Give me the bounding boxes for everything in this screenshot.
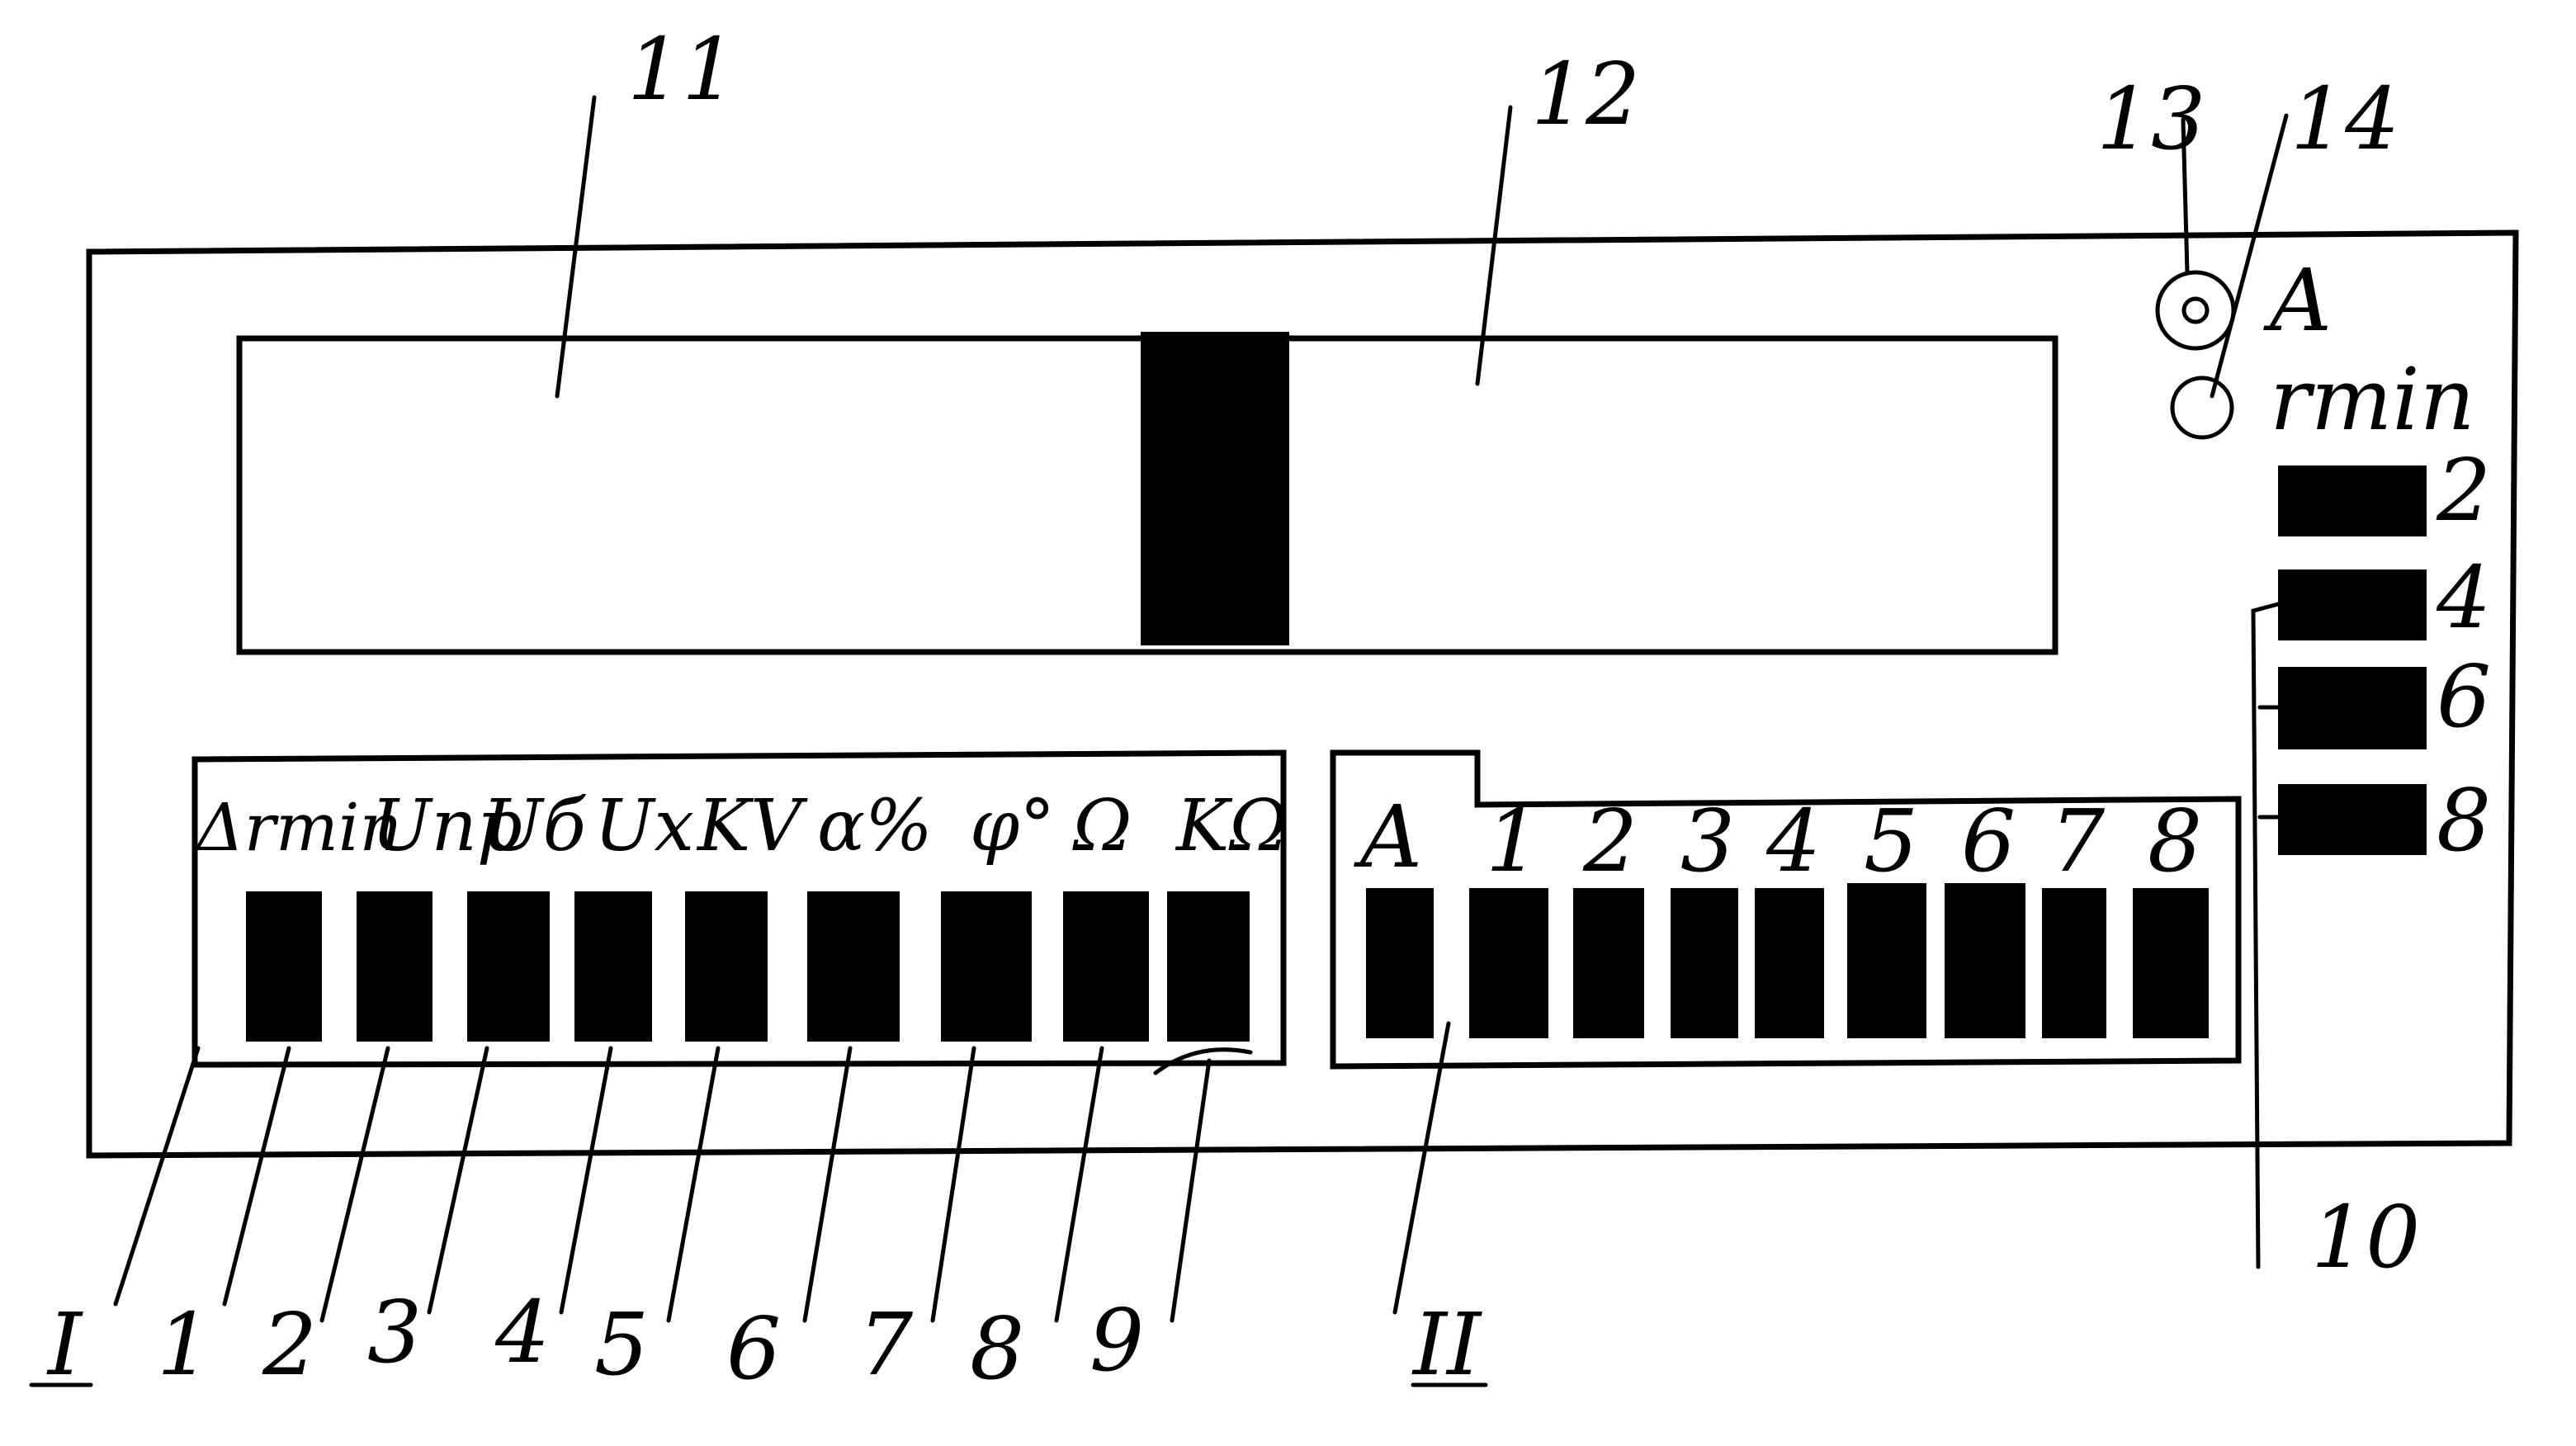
g1-key-8[interactable]	[1063, 891, 1149, 1042]
g2-key-7[interactable]	[2042, 888, 2106, 1038]
callout-6: 6	[726, 1298, 781, 1399]
g1-key-3[interactable]	[467, 891, 550, 1042]
g1-label-3: Uб	[483, 785, 586, 867]
bracket-10	[2251, 602, 2281, 1269]
lamp-a-inner	[2181, 296, 2210, 324]
g1-key-4[interactable]	[574, 891, 652, 1042]
g2-label-2: 2	[1582, 791, 1638, 891]
key-group-2	[1366, 883, 2209, 1038]
bottom-callouts: I 1 2 3 4 5 6 7 8 9 II	[29, 1282, 1488, 1399]
g2-label-a: A	[1354, 787, 1422, 887]
callout-9: 9	[1089, 1290, 1144, 1391]
g2-label-7: 7	[2050, 791, 2106, 891]
lamp-a-outer	[2155, 270, 2236, 351]
g1-label-7: φ°	[970, 785, 1055, 867]
g2-label-1: 1	[1486, 791, 1540, 891]
g1-label-2: Uпр	[371, 785, 522, 867]
g1-label-6: α%	[817, 785, 933, 867]
g2-key-a[interactable]	[1366, 888, 1434, 1038]
key-group-2-labels: A 1 2 3 4 5 6 7 8	[1354, 787, 2202, 891]
callout-3: 3	[367, 1282, 422, 1382]
callout-4: 4	[494, 1282, 550, 1382]
side-key-label-2: 2	[2436, 440, 2491, 541]
g2-key-6[interactable]	[1945, 883, 2025, 1038]
g1-key-9[interactable]	[1167, 891, 1250, 1042]
g2-key-4[interactable]	[1755, 888, 1824, 1038]
callout-14: 14	[2290, 69, 2399, 169]
callout-roman-1: I	[46, 1294, 83, 1395]
g1-label-8: Ω	[1072, 785, 1132, 867]
callout-7: 7	[858, 1294, 914, 1395]
g2-label-3: 3	[1680, 791, 1735, 891]
g1-label-9: KΩ	[1175, 785, 1288, 867]
g1-key-5[interactable]	[685, 891, 768, 1042]
g2-key-2[interactable]	[1573, 888, 1644, 1038]
leader-13	[2181, 117, 2190, 275]
callout-roman-2: II	[1411, 1294, 1482, 1395]
g2-key-8[interactable]	[2133, 888, 2209, 1038]
g1-label-5: KV	[696, 785, 808, 867]
leader-14	[2210, 113, 2289, 399]
display-divider	[1141, 332, 1289, 645]
leader-11	[555, 95, 597, 399]
g2-label-4: 4	[1765, 791, 1821, 891]
side-key-4[interactable]	[2278, 569, 2427, 640]
callout-8: 8	[970, 1298, 1024, 1399]
callout-10: 10	[2311, 1187, 2420, 1288]
key-group-1-labels: Δrmin Uпр Uб Ux KV α% φ° Ω KΩ	[194, 785, 1288, 867]
g2-label-8: 8	[2148, 791, 2202, 891]
callout-11: 11	[627, 19, 736, 120]
callout-12: 12	[1531, 44, 1640, 144]
side-key-label-8: 8	[2437, 770, 2491, 871]
g2-label-5: 5	[1864, 791, 1918, 891]
lamp-a-label: A	[2263, 250, 2332, 351]
callout-2: 2	[262, 1294, 317, 1395]
g1-key-7[interactable]	[941, 891, 1032, 1042]
callout-13: 13	[2096, 69, 2205, 169]
g2-key-1[interactable]	[1469, 888, 1548, 1038]
lamp-rmin-label: rmin	[2270, 349, 2475, 450]
lamp-rmin	[2170, 376, 2234, 440]
callout-5: 5	[594, 1294, 649, 1395]
callout-1: 1	[157, 1294, 211, 1395]
key-group-1-outline	[191, 749, 1287, 1068]
g1-key-2[interactable]	[357, 891, 432, 1042]
g1-key-6[interactable]	[807, 891, 900, 1042]
bottom-leaders	[113, 1021, 1451, 1323]
panel-outline	[86, 229, 2519, 1159]
side-key-2[interactable]	[2278, 465, 2427, 536]
g1-label-1: Δrmin	[194, 789, 402, 866]
g2-key-3[interactable]	[1671, 888, 1738, 1038]
side-key-6[interactable]	[2278, 667, 2427, 749]
side-key-8[interactable]	[2278, 784, 2427, 855]
leader-12	[1475, 105, 1513, 386]
key-group-2-outline	[1330, 749, 2242, 1070]
key-group-1	[246, 891, 1250, 1042]
side-key-label-6: 6	[2437, 646, 2491, 747]
g1-label-4: Ux	[594, 785, 694, 867]
g2-label-6: 6	[1961, 791, 2016, 891]
side-key-label-4: 4	[2436, 547, 2491, 648]
g1-key-1[interactable]	[246, 891, 322, 1042]
g2-key-5[interactable]	[1847, 883, 1926, 1038]
